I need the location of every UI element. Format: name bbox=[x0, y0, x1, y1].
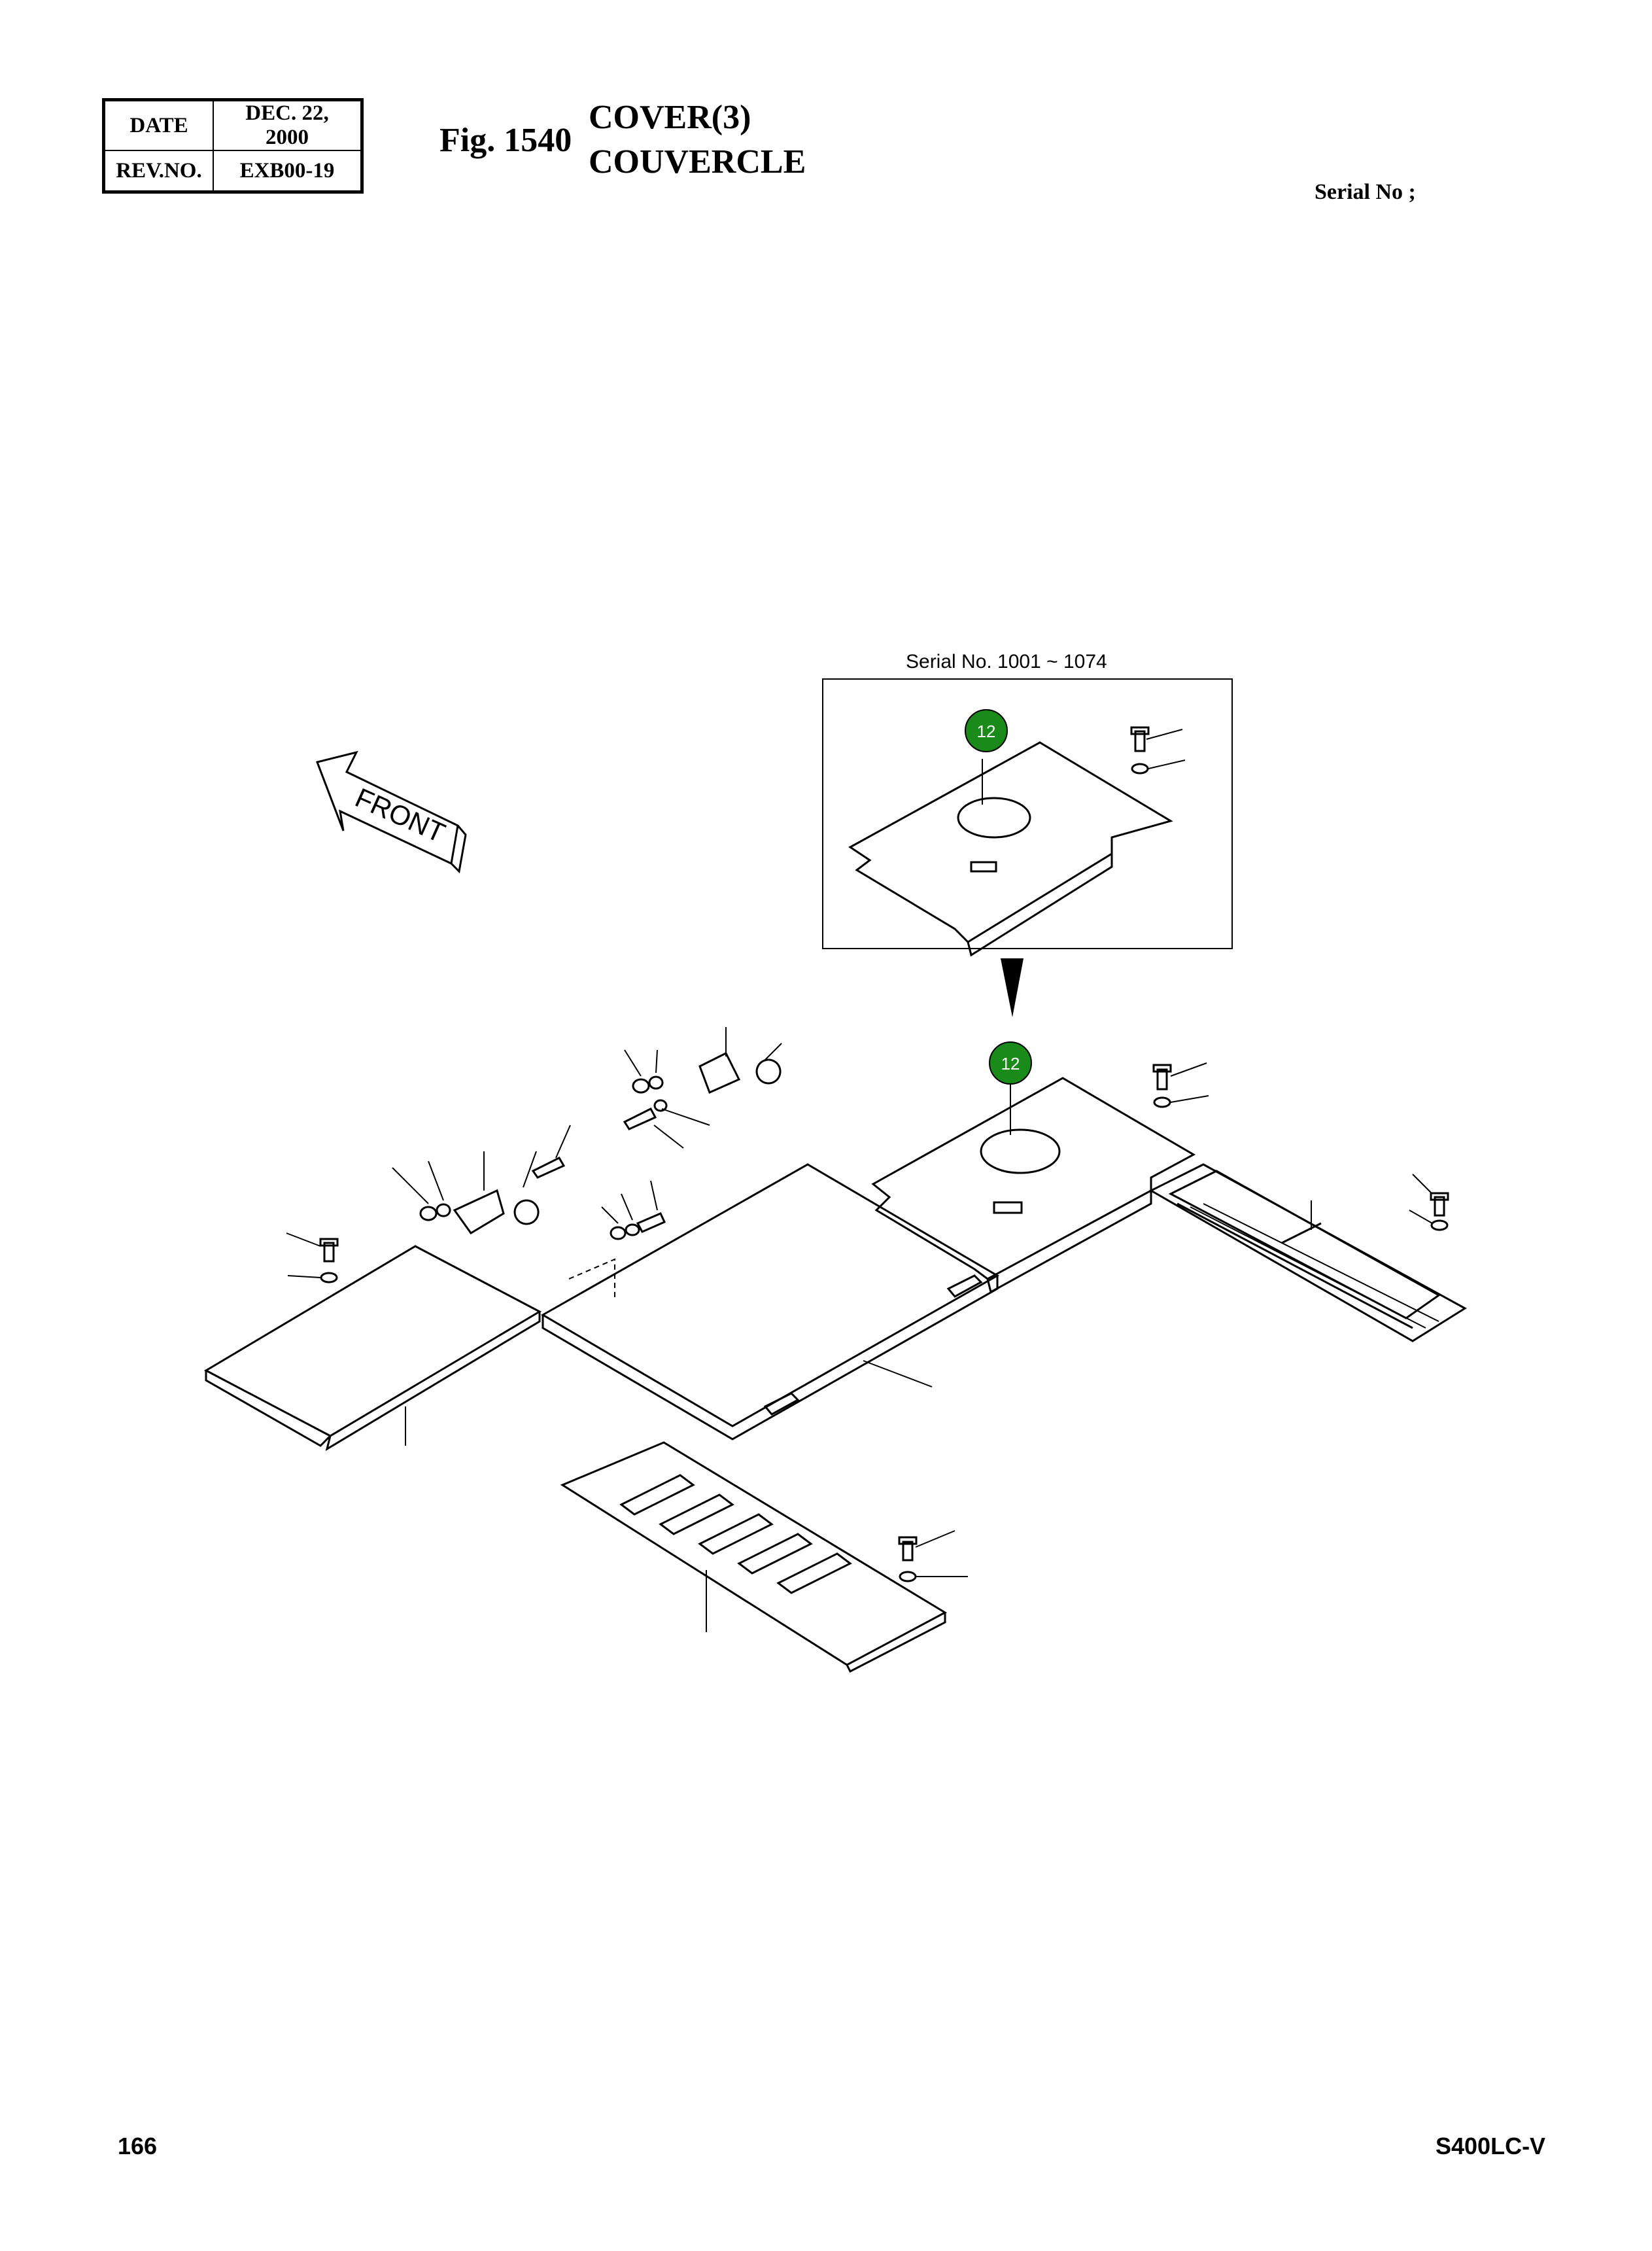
callout-inset: 12 bbox=[965, 709, 1008, 752]
center-cover-plate bbox=[540, 1163, 1000, 1440]
rev-value: EXB00-19 bbox=[213, 150, 363, 193]
serial-number-label: Serial No ; bbox=[1315, 180, 1416, 204]
center-hardware bbox=[601, 1180, 666, 1240]
model-name: S400LC-V bbox=[1436, 2133, 1546, 2159]
bracket-upper bbox=[623, 1027, 782, 1149]
date-label: DATE bbox=[103, 99, 214, 151]
left-cover-plate bbox=[203, 1232, 542, 1452]
inset-box bbox=[822, 678, 1233, 957]
callout-main: 12 bbox=[989, 1041, 1032, 1085]
step-ladder bbox=[1148, 1163, 1467, 1342]
front-arrow: FRONT bbox=[315, 750, 467, 874]
title-french: COUVERCLE bbox=[589, 143, 806, 181]
callout-main-number: 12 bbox=[1001, 1054, 1020, 1073]
bracket-left bbox=[392, 1125, 571, 1234]
revision-table: DATE DEC. 22, 2000 REV.NO. EXB00-19 bbox=[102, 98, 364, 194]
inset-caption: Serial No. 1001 ~ 1074 bbox=[906, 651, 1107, 672]
page-number: 166 bbox=[118, 2133, 158, 2159]
direction-arrow bbox=[1001, 958, 1024, 1017]
cover-plate-12 bbox=[871, 1062, 1209, 1294]
figure-number: Fig. 1540 bbox=[439, 122, 572, 159]
title-english: COVER(3) bbox=[589, 99, 751, 136]
rev-label: REV.NO. bbox=[103, 150, 214, 193]
date-value: DEC. 22, 2000 bbox=[213, 99, 363, 151]
callout-inset-number: 12 bbox=[977, 722, 996, 741]
louvered-plate bbox=[560, 1441, 968, 1673]
